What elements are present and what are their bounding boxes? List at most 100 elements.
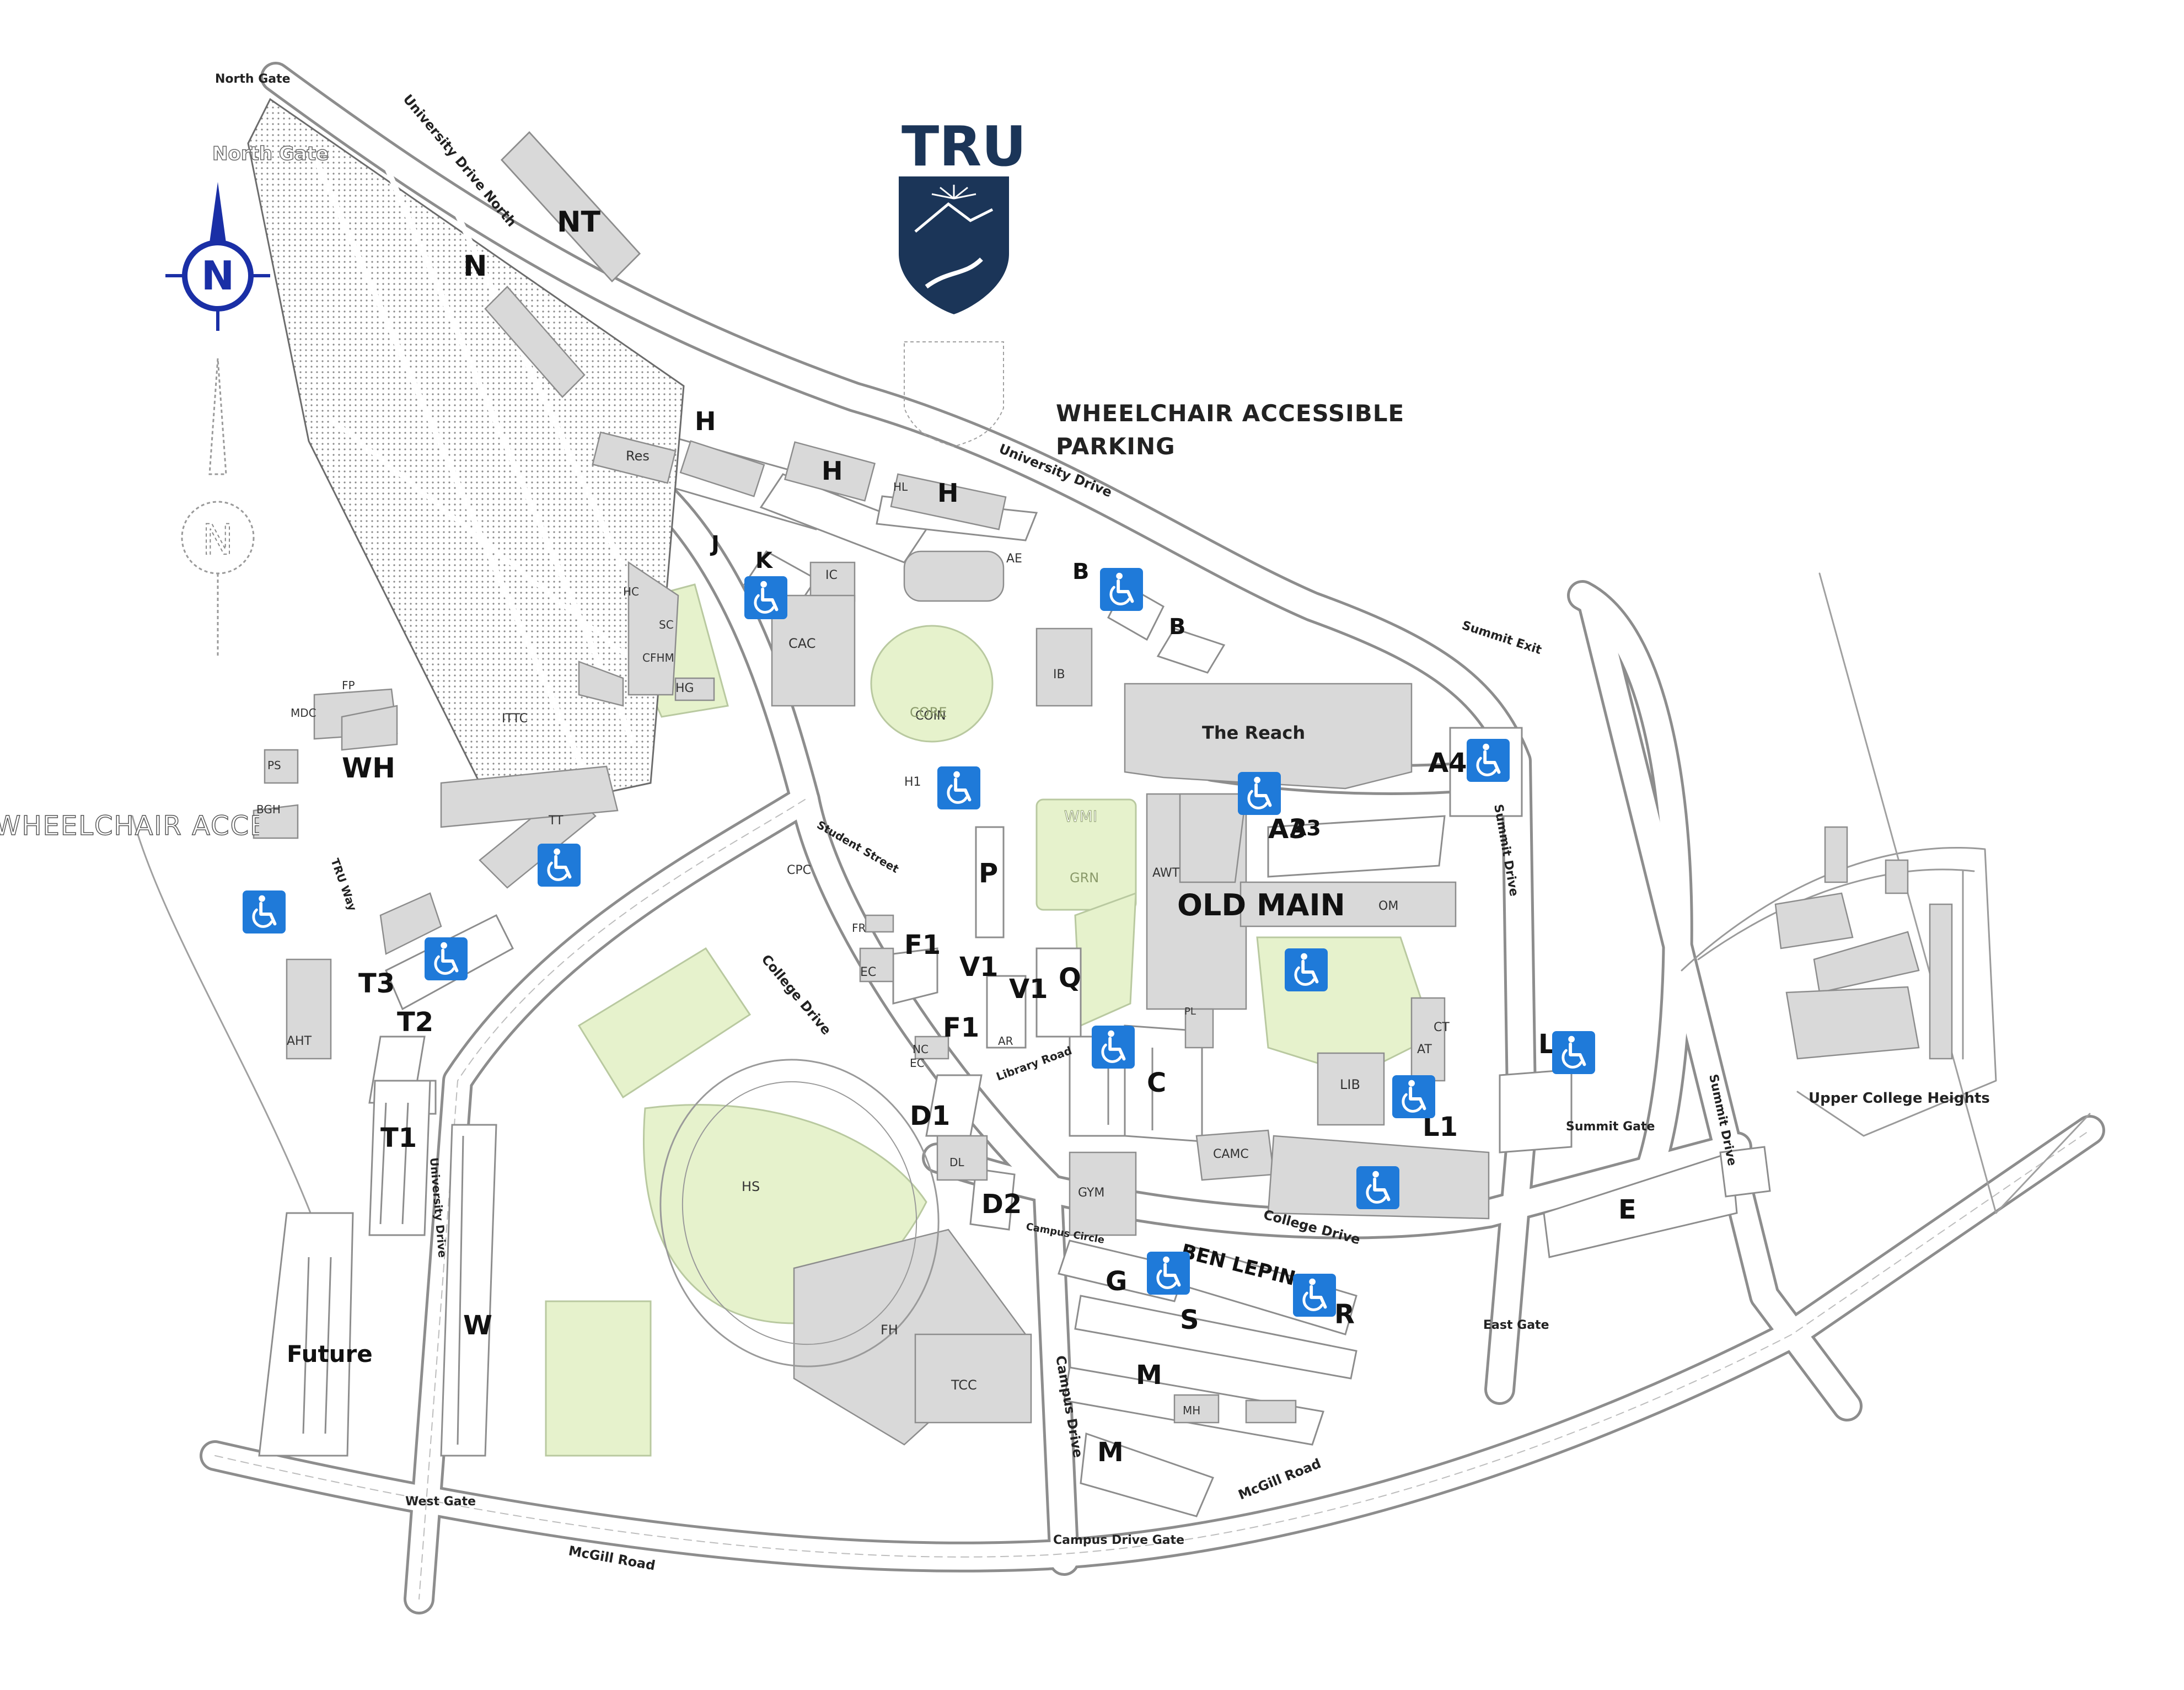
wheelchair-accessible-icon[interactable] — [1092, 1026, 1135, 1069]
wheelchair-accessible-icon[interactable] — [1552, 1031, 1595, 1074]
building-label: IB — [1053, 668, 1065, 682]
wheelchair-accessible-icon[interactable] — [1392, 1075, 1435, 1118]
gate-label: Campus Drive Gate — [1053, 1533, 1184, 1547]
green-label: WMI — [1064, 807, 1097, 825]
building-label: TT — [548, 814, 564, 828]
upper-college-heights-label: Upper College Heights — [1809, 1090, 1990, 1107]
lot-label: WH — [342, 752, 395, 784]
wheelchair-accessible-icon[interactable] — [1285, 948, 1328, 991]
compass-north-icon: N — [165, 182, 270, 331]
compass-ghost: N — [181, 358, 255, 656]
road-label: TRU Way — [328, 857, 359, 913]
building-label: The Reach — [1202, 722, 1305, 743]
road-label: Library Road — [995, 1044, 1074, 1083]
building-label: AE — [1006, 552, 1022, 566]
wheelchair-accessible-icon[interactable] — [1467, 739, 1510, 782]
building-label: MDC — [291, 706, 316, 720]
compass-ghost-label: N — [202, 515, 234, 564]
lot-label: A4 — [1428, 748, 1467, 779]
building-label: BGH — [256, 803, 281, 816]
lot-label: M — [1097, 1437, 1124, 1468]
building-label: TCC — [951, 1377, 977, 1393]
building-label: DL — [949, 1156, 964, 1169]
building-label: PS — [267, 759, 281, 772]
building-label: EC — [860, 965, 876, 979]
building-label: Res — [626, 448, 650, 464]
building-label: OM — [1378, 899, 1398, 913]
wheelchair-accessible-icon[interactable] — [937, 766, 980, 809]
legend-ghost-title: WHEELCHAIR ACCESSIBLE — [0, 811, 259, 841]
building-label: CT — [1434, 1021, 1450, 1034]
lot-label: R — [1334, 1299, 1355, 1330]
gate-label: West Gate — [405, 1495, 476, 1509]
lot-label: B — [1169, 614, 1186, 640]
building-label: HS — [742, 1179, 760, 1194]
building-label: HC — [623, 585, 639, 598]
building-label: ITTC — [502, 712, 528, 726]
green-label: GRN — [1070, 870, 1099, 886]
building-label: OLD MAIN — [1177, 888, 1345, 922]
compass-label: N — [201, 253, 234, 299]
building-label: AWT — [1152, 866, 1180, 880]
building-label: PL — [1184, 1006, 1196, 1017]
building-label: H1 — [904, 775, 921, 789]
building-label: HL — [893, 480, 908, 493]
lot-label: E — [1618, 1194, 1636, 1225]
building-label: MH — [1183, 1404, 1200, 1417]
parking-stall-lines — [302, 1048, 1153, 1445]
green-labels: CORE WMI GRN — [910, 705, 1099, 886]
lot-label: F1 — [943, 1012, 979, 1043]
gate-label: North Gate — [215, 72, 291, 86]
lot-label: G — [1106, 1266, 1127, 1297]
building-label: CFHM — [642, 651, 674, 664]
wheelchair-accessible-icon[interactable] — [1147, 1252, 1190, 1295]
tru-logo-ghost — [904, 341, 1004, 448]
building-label: AHT — [287, 1034, 312, 1048]
wheelchair-accessible-icon[interactable] — [744, 576, 787, 619]
wheelchair-accessible-icon[interactable] — [425, 937, 468, 980]
tru-shield-icon — [899, 176, 1009, 314]
lot-label: P — [979, 858, 998, 889]
lot-label: M — [1136, 1360, 1162, 1391]
building-label: NC — [913, 1043, 929, 1056]
lot-label: D2 — [981, 1189, 1022, 1220]
wheelchair-accessible-icon[interactable] — [1100, 568, 1143, 611]
green-label: CORE — [910, 705, 947, 720]
lot-label: H — [937, 478, 959, 508]
lot-label: K — [755, 548, 774, 573]
lot-label: H — [822, 456, 843, 486]
wheelchair-accessible-icon[interactable] — [1238, 772, 1281, 815]
tru-logo-text: TRU — [901, 114, 1026, 179]
lot-label: V1 — [1009, 974, 1048, 1005]
road-label: College Drive — [758, 952, 834, 1038]
lot-label: F1 — [904, 930, 941, 961]
wheelchair-accessible-icon[interactable] — [243, 890, 286, 933]
building-label: A3 — [1290, 816, 1321, 840]
gate-label: North Gate — [212, 143, 329, 165]
building-label: CPC — [787, 863, 811, 877]
building-label: AR — [998, 1034, 1013, 1048]
wheelchair-accessible-icon[interactable] — [1293, 1274, 1336, 1317]
wheelchair-accessible-icon[interactable] — [1356, 1166, 1399, 1209]
building-label: GYM — [1078, 1186, 1104, 1200]
building-label: FH — [881, 1322, 898, 1338]
gate-label: Summit Gate — [1566, 1120, 1655, 1134]
building-label: HG — [675, 682, 694, 695]
lot-label: W — [463, 1310, 492, 1341]
building-label: FP — [342, 679, 355, 692]
building-label: EC — [910, 1056, 925, 1070]
lot-label: T3 — [358, 968, 395, 999]
sports-track — [659, 1059, 940, 1367]
lot-label: Future — [287, 1340, 373, 1367]
building-label: COIN — [915, 709, 946, 723]
wheelchair-accessible-icon[interactable] — [538, 844, 581, 887]
lot-label: C — [1147, 1067, 1166, 1098]
lot-label: J — [710, 532, 720, 557]
tru-logo: TRU — [899, 114, 1026, 448]
building-label: IC — [825, 568, 838, 582]
parking-lot-labels: NT N H H H J K B B A4 A3 WH P F1 F1 V1 V… — [287, 206, 1636, 1468]
lot-label: S — [1180, 1305, 1199, 1335]
gate-label: East Gate — [1483, 1318, 1549, 1332]
